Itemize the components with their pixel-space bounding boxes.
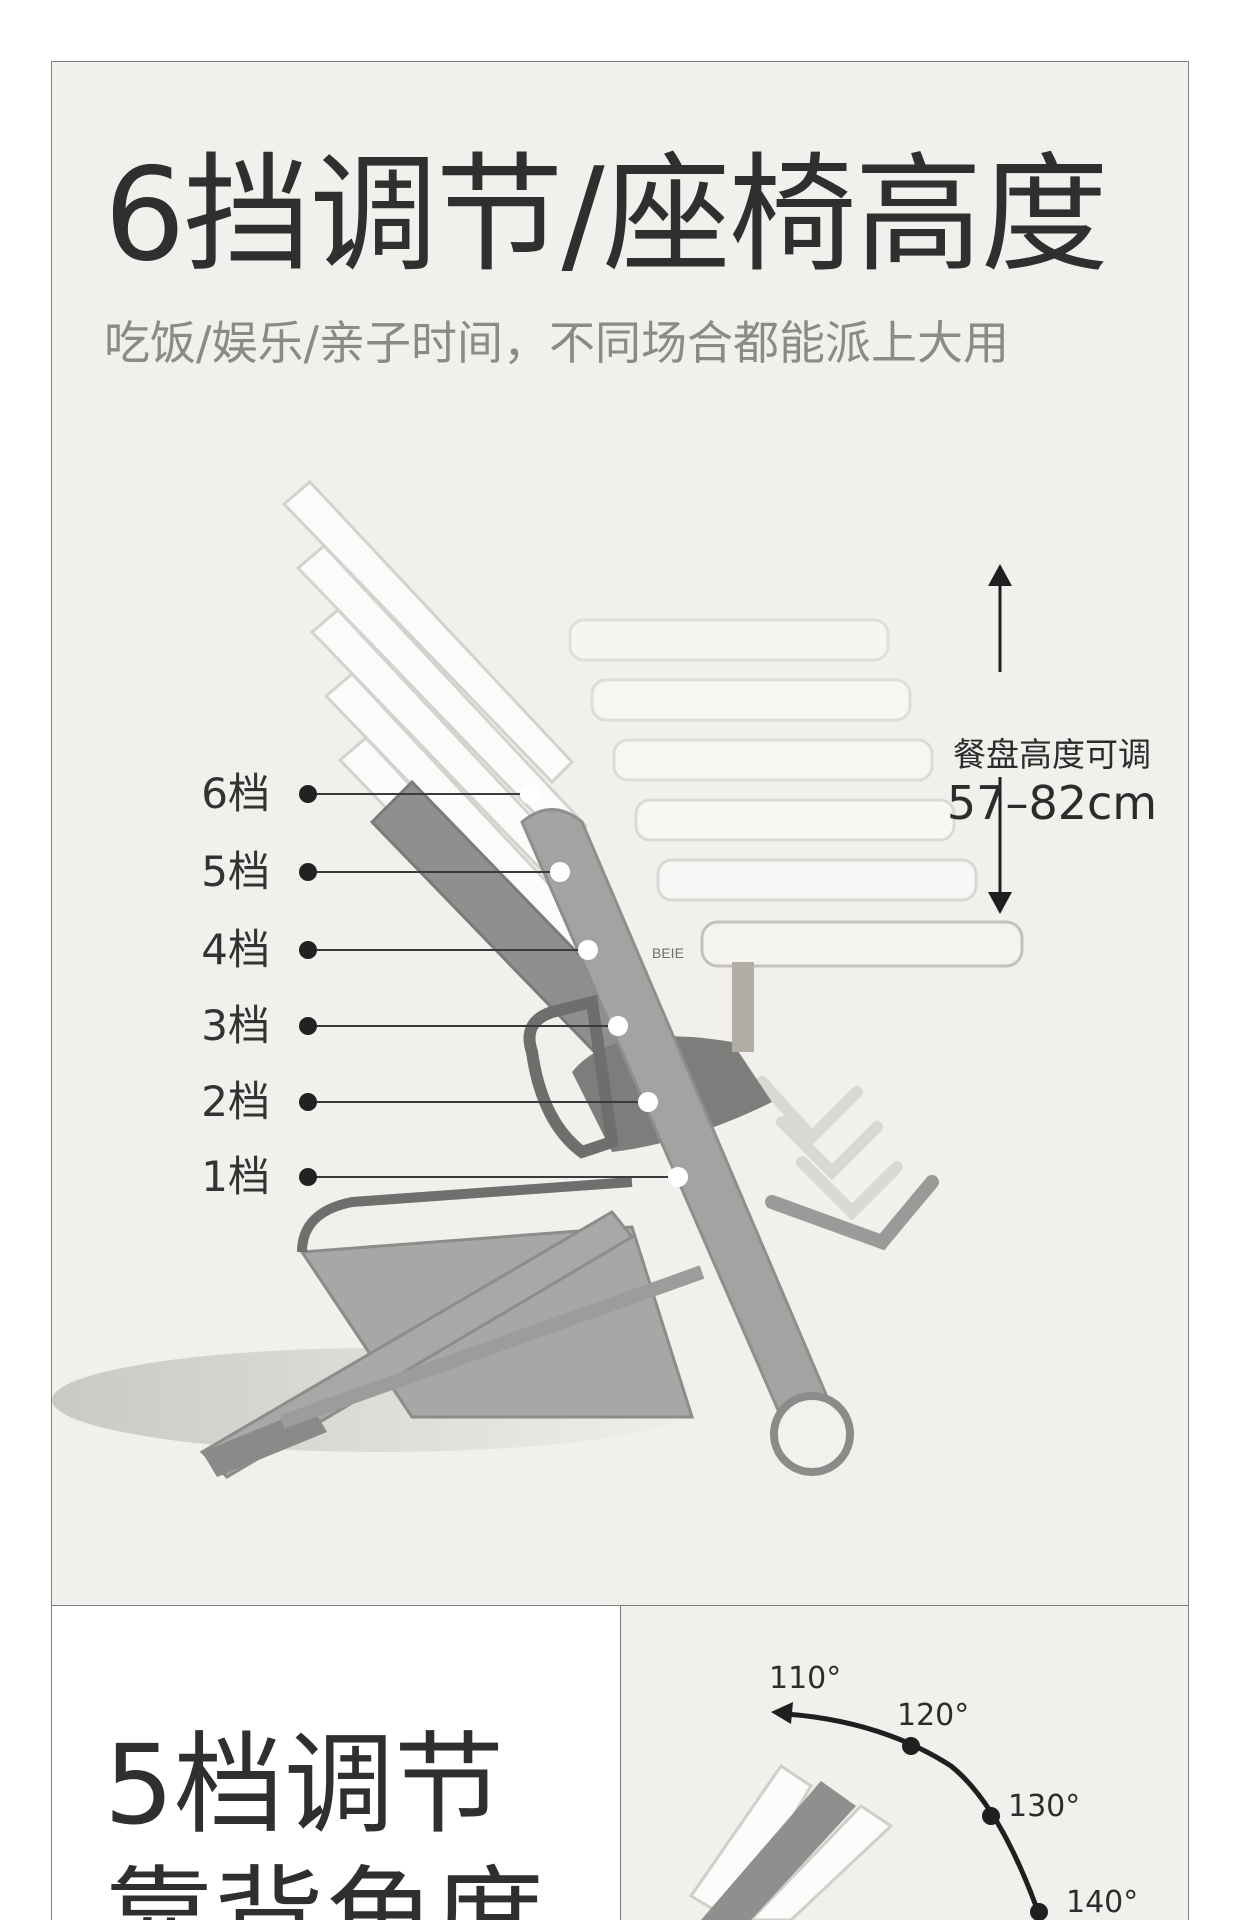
armrest — [523, 994, 619, 1159]
high-chair-illustration: BEIE — [52, 479, 1024, 1479]
tray-height-arrow — [988, 564, 1012, 914]
tray-height-note: 餐盘高度可调 — [953, 735, 1151, 774]
arc-arrowhead — [771, 1702, 793, 1724]
angle-arc — [785, 1711, 1044, 1920]
level-label-2: 2档 — [201, 1077, 270, 1126]
seat-height-title: 6挡调节/座椅高度 — [104, 141, 1109, 290]
tray-support — [732, 962, 754, 1052]
ghost-recline-backrests — [688, 1763, 894, 1920]
level-label-3: 3档 — [201, 1001, 270, 1050]
angle-label-140: 140° — [1066, 1885, 1139, 1920]
tray-height-range: 57–82cm — [946, 776, 1158, 830]
angle-dots — [902, 1737, 1048, 1920]
backrest-title-line1: 5档调节 — [104, 1721, 504, 1849]
ghost-trays — [568, 618, 978, 902]
level-label-6: 6档 — [201, 769, 270, 818]
angle-label-110: 110° — [769, 1661, 842, 1696]
backrest-title-line2: 靠背角度 — [104, 1855, 544, 1920]
seat-height-panel: 6挡调节/座椅高度 吃饭/娱乐/亲子时间，不同场合都能派上大用 — [51, 61, 1189, 1606]
recline-backrest — [701, 1781, 856, 1920]
main-footrest — [765, 1175, 939, 1251]
brand-mark: BEIE — [652, 945, 684, 961]
level-label-5: 5档 — [201, 847, 270, 896]
level-dots-black — [299, 785, 317, 1186]
angle-label-130: 130° — [1008, 1789, 1081, 1824]
backrest-angle-text-panel: 5档调节 靠背角度 — [51, 1606, 621, 1920]
seat-height-subtitle: 吃饭/娱乐/亲子时间，不同场合都能派上大用 — [104, 316, 1009, 370]
backrest-angle-illustration — [688, 1702, 1048, 1920]
basket-rim — [297, 1177, 633, 1253]
level-label-1: 1档 — [201, 1152, 270, 1201]
level-leader-lines — [308, 793, 678, 1178]
backrest-angle-illustration-panel: 110° 120° 130° 140° — [620, 1606, 1189, 1920]
level-dots-white — [520, 784, 688, 1187]
main-tray — [700, 920, 1024, 968]
wheel — [770, 1392, 854, 1476]
level-label-4: 4档 — [201, 925, 270, 974]
ghost-footrests — [756, 1076, 903, 1221]
cross-bar — [279, 1265, 705, 1429]
angle-label-120: 120° — [897, 1698, 970, 1733]
